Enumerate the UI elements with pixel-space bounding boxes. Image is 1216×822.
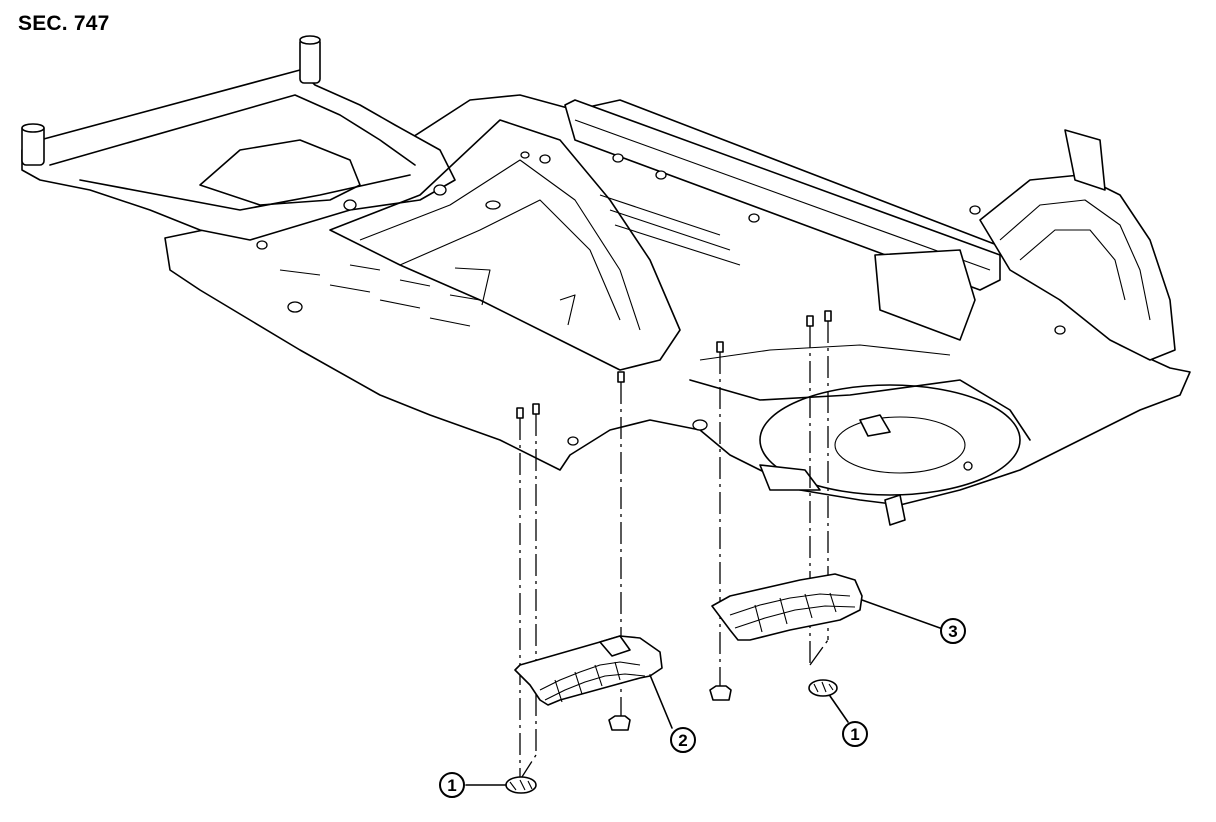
callout-1-right: 1: [842, 721, 868, 747]
rear-wheel-house: [979, 174, 1176, 361]
body-holes: [256, 151, 1066, 471]
vehicle-underbody: [21, 35, 1191, 526]
callout-2: 2: [670, 727, 696, 753]
svg-text:2: 2: [678, 731, 687, 750]
clip-left: [505, 776, 537, 794]
callout-1-left: 1: [439, 772, 465, 798]
svg-text:1: 1: [447, 776, 456, 795]
clip-right: [808, 679, 838, 697]
spare-tire-well: [759, 384, 1021, 496]
svg-text:1: 1: [850, 725, 859, 744]
callout-3: 3: [940, 618, 966, 644]
svg-text:3: 3: [948, 622, 957, 641]
heat-insulator-front: [514, 635, 663, 731]
nut-rear: [709, 685, 732, 701]
callout-leaders: [465, 599, 941, 786]
section-label: SEC. 747: [18, 12, 110, 35]
nut-front: [608, 715, 631, 731]
heat-insulator-rear: [709, 573, 863, 701]
